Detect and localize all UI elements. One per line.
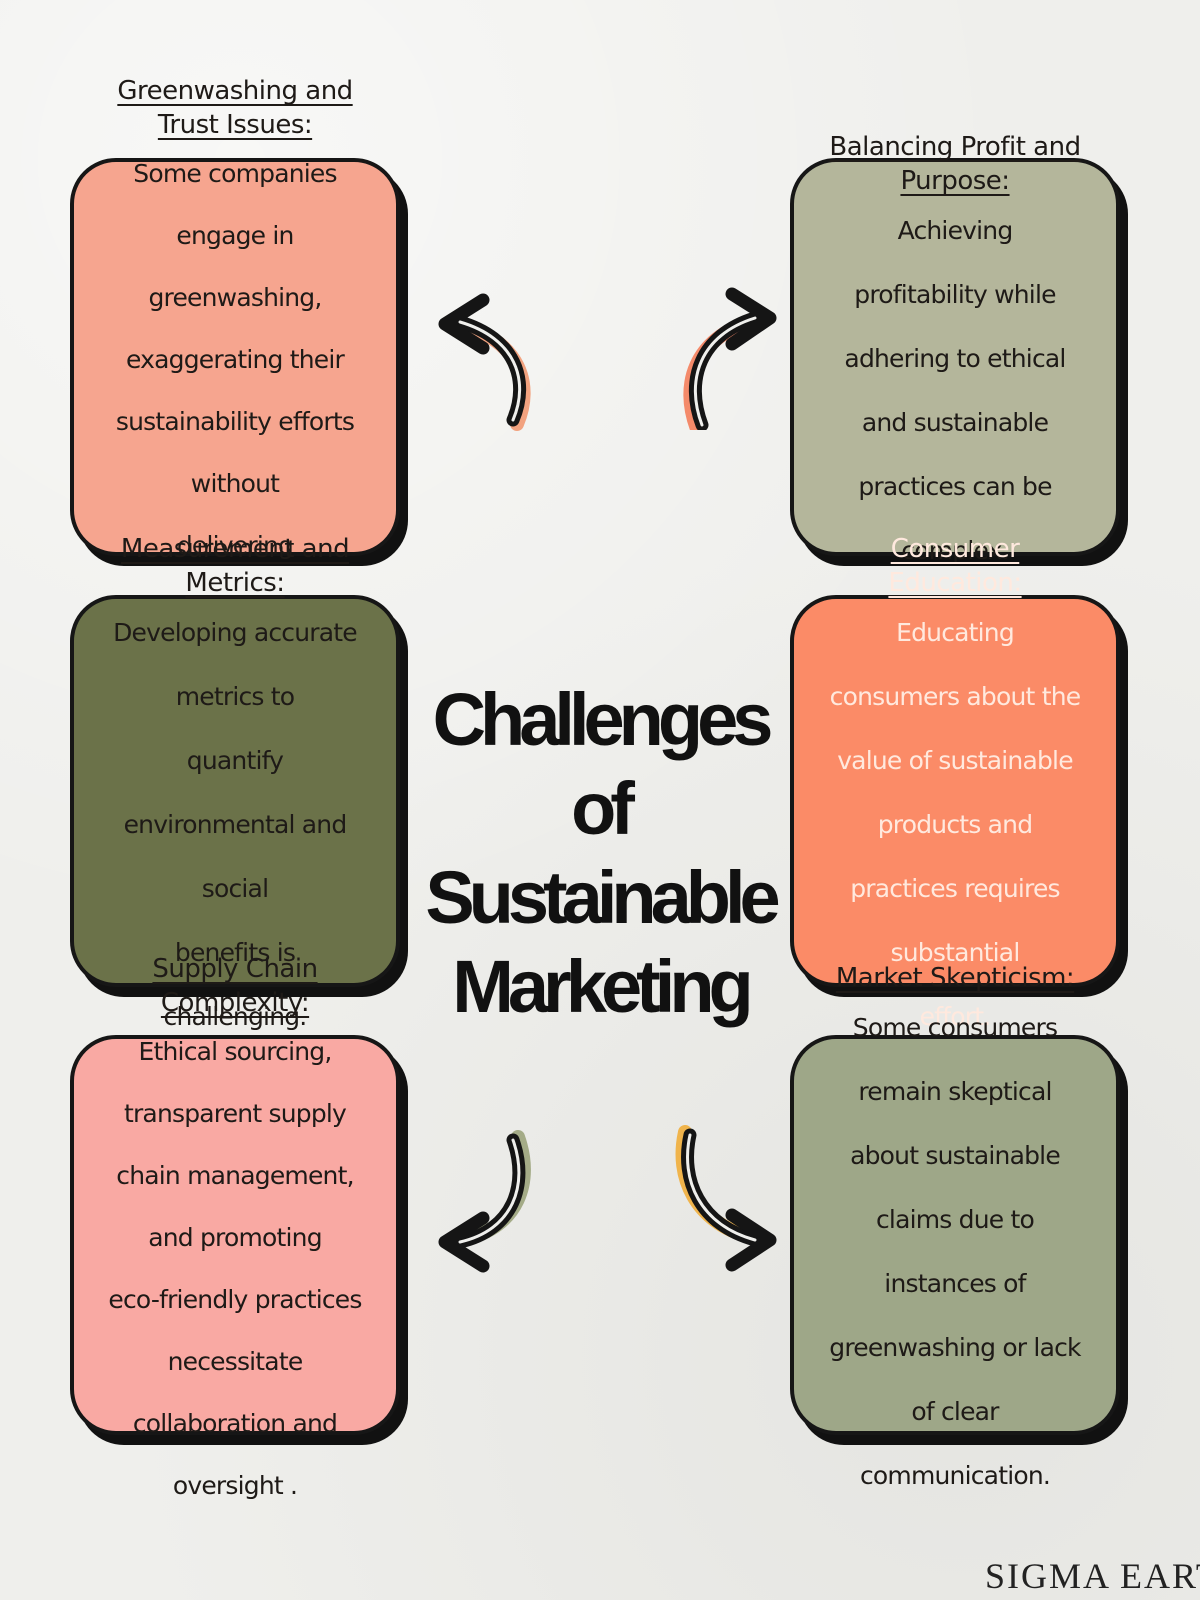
card-line: sustainability efforts without — [115, 406, 355, 498]
card-heading: Supply Chain Complexity: — [152, 954, 318, 1018]
card-heading: Consumer Education: — [888, 534, 1022, 598]
curved-arrow-icon — [675, 1125, 777, 1272]
card-line: Some consumers remain skeptical — [852, 1012, 1058, 1106]
card-line: adhering to ethical and sustainable — [844, 343, 1066, 437]
card-line: Some companies engage in — [133, 158, 337, 250]
card-body: Educating consumers about the value of s… — [828, 601, 1082, 1049]
card-line: benefits is challenging. — [163, 937, 308, 1031]
card-line: of clear communication. — [859, 1396, 1051, 1490]
card-line: quantify environmental and social — [123, 745, 348, 903]
card-line: eco-friendly practices necessitate — [108, 1284, 362, 1376]
card-skepticism: Market Skepticism: Some consumers remain… — [790, 963, 1120, 1490]
card-body: Developing accurate metrics to quantify … — [108, 601, 362, 1049]
title-line: Marketing — [452, 945, 754, 1028]
card-heading: Measurement and Metrics: — [120, 534, 350, 598]
card-line: value of sustainable products and — [837, 745, 1073, 839]
card-line: Developing accurate metrics to — [113, 617, 358, 711]
brand-logo-text: SIGMA EARTH — [985, 1556, 1200, 1596]
card-greenwashing: Greenwashing and Trust Issues: Some comp… — [70, 76, 400, 622]
card-line: practices can be complex. — [858, 471, 1052, 565]
card-line: Educating consumers about the — [829, 617, 1081, 711]
card-line: collaboration and oversight . — [132, 1408, 338, 1500]
card-line: Ethical sourcing, transparent supply — [123, 1036, 347, 1128]
card-balancing: Balancing Profit and Purpose: Achieving … — [790, 132, 1120, 565]
title-line: Challenges of — [432, 678, 774, 850]
card-supply: Supply Chain Complexity: Ethical sourcin… — [70, 954, 400, 1500]
center-title: Challenges of Sustainable Marketing — [425, 675, 780, 1031]
curved-arrow-icon — [438, 293, 531, 431]
card-line: effort. — [919, 1001, 992, 1031]
curved-arrow-icon — [683, 287, 777, 430]
card-line: greenwashing, exaggerating their — [125, 282, 345, 374]
card-line: about sustainable claims due to — [850, 1140, 1061, 1234]
card-line: Achieving profitability while — [854, 215, 1056, 309]
card-body: Ethical sourcing, transparent supply cha… — [108, 1021, 362, 1517]
card-heading: Greenwashing and Trust Issues: — [117, 76, 353, 140]
card-consumer: Consumer Education: Educating consumers … — [790, 534, 1120, 1031]
card-heading: Market Skepticism: — [835, 963, 1075, 994]
card-heading: Balancing Profit and Purpose: — [829, 132, 1081, 196]
title-line: Sustainable — [425, 856, 780, 939]
card-line: chain management, and promoting — [116, 1160, 354, 1252]
card-line: practices requires substantial — [850, 873, 1060, 967]
card-body: Achieving profitability while adhering t… — [828, 199, 1082, 583]
card-line: instances of greenwashing or lack — [829, 1268, 1081, 1362]
curved-arrow-icon — [438, 1130, 531, 1273]
card-measurement: Measurement and Metrics: Developing accu… — [70, 534, 400, 1031]
card-body: Some consumers remain skeptical about su… — [828, 996, 1082, 1508]
